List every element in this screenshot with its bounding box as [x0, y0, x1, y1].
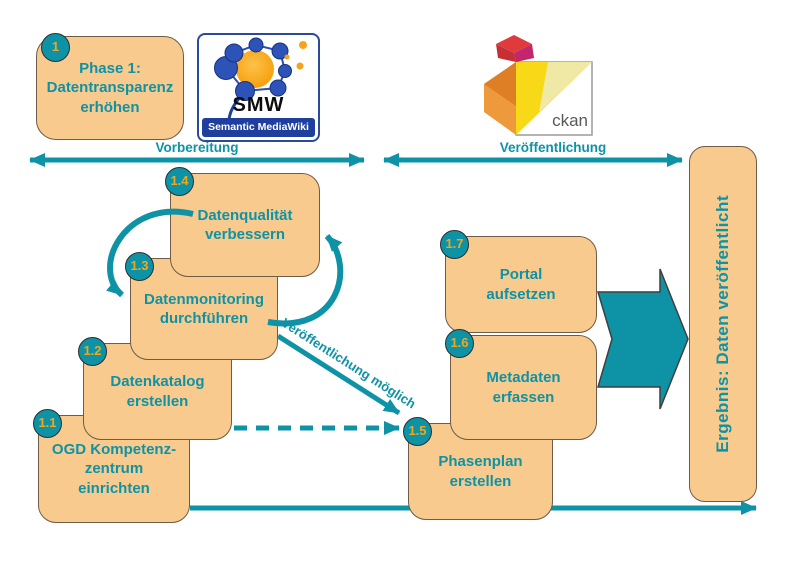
- ckan-logo: ckan: [482, 32, 597, 142]
- step-label-1-7: Portal aufsetzen: [486, 266, 556, 303]
- ckan-origami-icon: [484, 35, 593, 136]
- block-arrow-icon: [596, 268, 689, 410]
- step-badge-1-3: 1.3: [125, 252, 154, 281]
- step-badge-1-2: 1.2: [78, 337, 107, 366]
- step-box-1-4: 1.4 Datenqualität verbessern: [165, 167, 320, 277]
- ckan-wordmark: ckan: [552, 111, 588, 130]
- step-badge-1-5: 1.5: [403, 417, 432, 446]
- step-label-1-6: Metadaten erfassen: [486, 369, 561, 406]
- step-badge-1-6: 1.6: [445, 329, 474, 358]
- step-label-1-5: Phasenplan erstellen: [438, 453, 523, 490]
- smw-abbr: SMW: [232, 94, 285, 116]
- result-label: Ergebnis: Daten veröffentlicht: [713, 195, 733, 453]
- step-box-1-7: 1.7 Portal aufsetzen: [440, 230, 597, 333]
- step-badge-1-1: 1.1: [33, 409, 62, 438]
- phase-badge: 1: [41, 33, 70, 62]
- step-box-1-6: 1.6 Metadaten erfassen: [445, 329, 597, 440]
- smw-logo: SMW Semantic MediaWiki: [197, 33, 320, 142]
- step-label-1-3: Datenmonitoring durchführen: [144, 290, 264, 327]
- step-label-1-4: Datenqualität verbessern: [197, 206, 293, 243]
- phase-box: 1 Phase 1: Datentransparenz erhöhen: [36, 33, 184, 140]
- step-label-1-1: OGD Kompetenz- zentrum einrichten: [51, 441, 177, 497]
- smw-flower-icon: [214, 37, 307, 120]
- smw-caption: Semantic MediaWiki: [202, 118, 315, 137]
- step-label-1-2: Datenkatalog erstellen: [110, 373, 205, 410]
- result-box: Ergebnis: Daten veröffentlicht: [689, 146, 757, 502]
- phase-label: Phase 1: Datentransparenz erhöhen: [46, 60, 174, 116]
- vorbereitung-label: Vorbereitung: [155, 140, 239, 155]
- diagonal-arrow-label: Veröffentlichung möglich: [278, 315, 419, 412]
- veroeffentlichung-label: Veröffentlichung: [499, 140, 607, 155]
- step-badge-1-4: 1.4: [165, 167, 194, 196]
- step-badge-1-7: 1.7: [440, 230, 469, 259]
